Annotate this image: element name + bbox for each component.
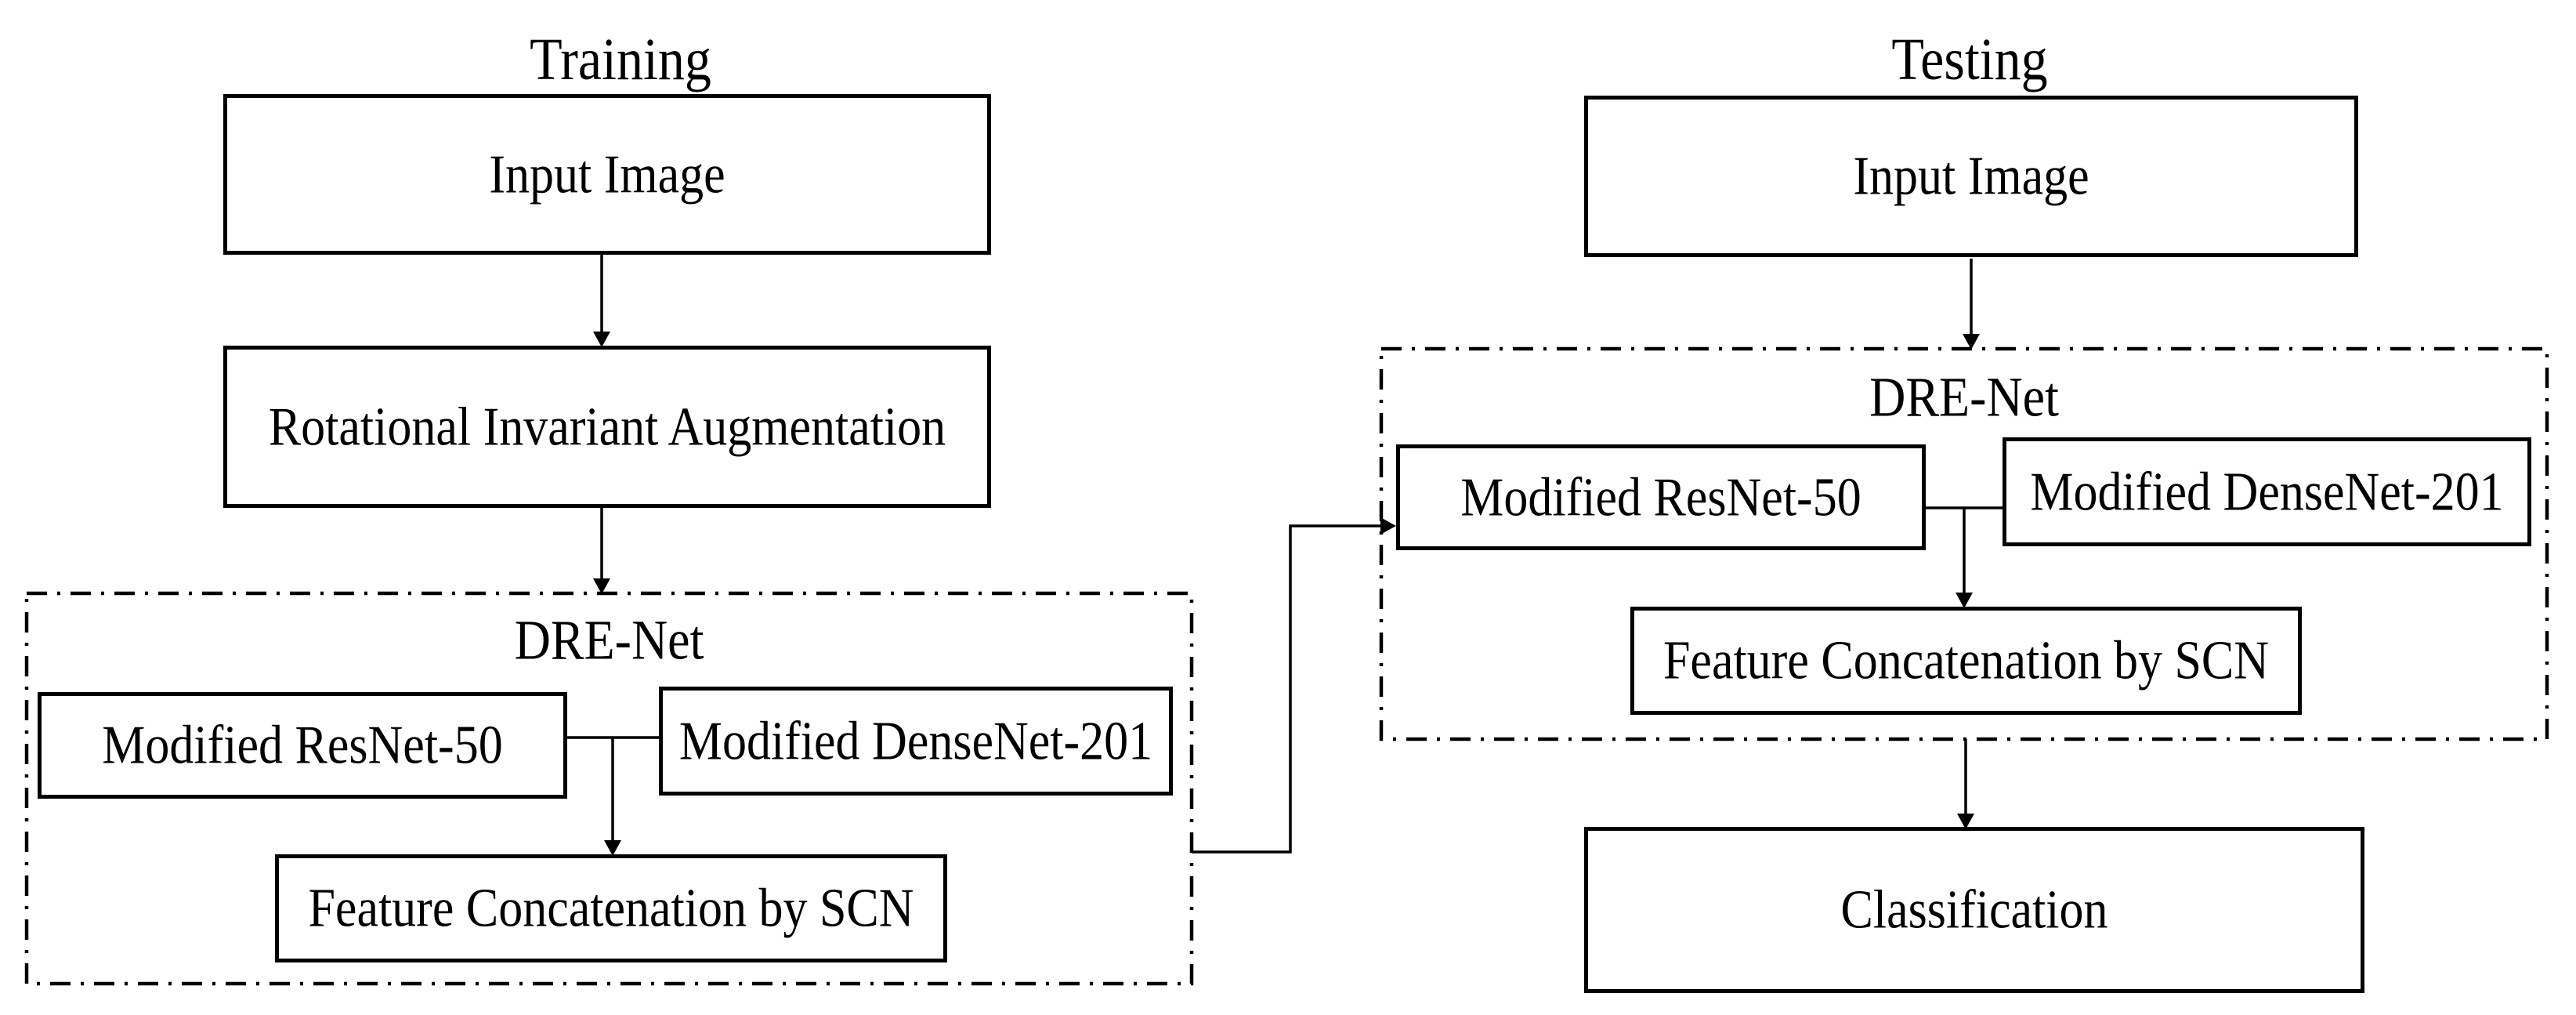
training-augmentation-label: Rotational Invariant Augmentation (268, 397, 946, 457)
arrow-testing-drenet-to-classification (1957, 739, 1974, 829)
testing-resnet-label: Modified ResNet-50 (1460, 467, 1861, 527)
testing-drenet-group-border (1379, 346, 2549, 741)
testing-concat-box: Feature Concatenation by SCN (1630, 607, 2302, 715)
testing-resnet-box: Modified ResNet-50 (1396, 444, 1926, 550)
training-concat-box: Feature Concatenation by SCN (275, 854, 947, 962)
arrow-testing-branches-to-concat (1926, 506, 2003, 608)
arrow-training-input-to-augmentation (593, 255, 610, 347)
training-drenet-label-text: DRE-Net (514, 608, 704, 672)
testing-input-image-label: Input Image (1853, 146, 2089, 207)
testing-input-image-box: Input Image (1584, 96, 2358, 257)
training-resnet-box: Modified ResNet-50 (38, 692, 567, 799)
testing-densenet-box: Modified DenseNet-201 (2003, 437, 2531, 546)
training-title-text: Training (530, 25, 711, 92)
testing-column-title: Testing (1774, 24, 2165, 94)
arrow-training-augmentation-to-drenet (593, 508, 610, 594)
testing-drenet-label-text: DRE-Net (1869, 365, 2059, 429)
training-drenet-group-label: DRE-Net (27, 605, 1192, 676)
training-drenet-group-border (24, 591, 1194, 986)
training-resnet-label: Modified ResNet-50 (102, 715, 503, 776)
arrow-training-branches-to-concat (567, 736, 659, 856)
arrow-training-drenet-to-testing-drenet (1192, 517, 1396, 854)
training-column-title: Training (425, 24, 816, 94)
training-densenet-box: Modified DenseNet-201 (659, 687, 1173, 796)
training-input-image-box: Input Image (223, 94, 991, 255)
training-concat-label: Feature Concatenation by SCN (308, 878, 914, 939)
testing-concat-label: Feature Concatenation by SCN (1662, 630, 2270, 691)
testing-title-text: Testing (1891, 25, 2048, 92)
arrow-testing-input-to-drenet (1963, 259, 1980, 350)
training-densenet-label: Modified DenseNet-201 (678, 711, 1153, 771)
training-augmentation-box: Rotational Invariant Augmentation (223, 346, 991, 508)
training-input-image-label: Input Image (489, 144, 725, 205)
testing-drenet-group-label: DRE-Net (1381, 362, 2547, 433)
testing-classification-label: Classification (1840, 879, 2108, 941)
testing-classification-box: Classification (1584, 827, 2364, 993)
testing-densenet-label: Modified DenseNet-201 (2030, 462, 2504, 522)
